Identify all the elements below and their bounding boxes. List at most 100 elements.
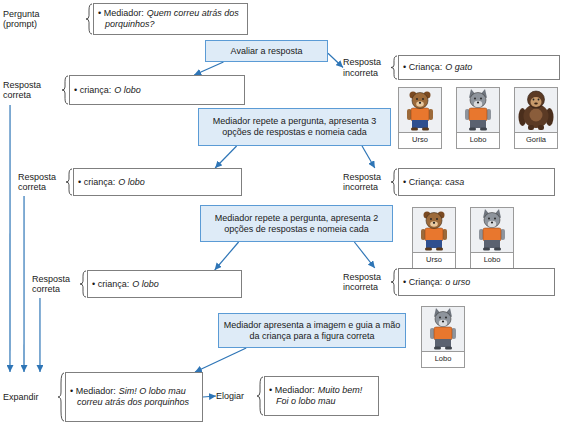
picture-card: Urso xyxy=(412,207,456,269)
picture-card: Lobo xyxy=(456,87,500,149)
card-caption: Lobo xyxy=(422,351,464,367)
utterance-text: O lobo xyxy=(118,177,145,187)
card-caption: Gorila xyxy=(515,132,557,148)
stage-label-holder: Resposta incorreta xyxy=(343,268,393,296)
flow-arrow xyxy=(215,146,236,168)
utterance-text: O lobo xyxy=(132,279,159,289)
gorilla-picture xyxy=(514,88,558,132)
flow-arrow xyxy=(9,105,10,372)
process-box: Avaliar a resposta xyxy=(205,40,328,62)
speaker-label: • Criança: xyxy=(403,62,442,72)
utterance-box: Pergunta (prompt) • Mediador:Quem correu … xyxy=(3,3,248,35)
wolf-picture xyxy=(470,208,514,252)
utterance-box: Resposta incorreta • Criança:casa xyxy=(343,168,555,196)
wolf-picture xyxy=(456,88,500,132)
utterance-box: Expandir • Mediador:Sim! O lobo mau corre… xyxy=(3,372,203,422)
picture-illustrations xyxy=(398,88,558,351)
flow-arrow xyxy=(23,196,24,372)
utterance-frame: • Criança:o urso xyxy=(398,268,555,296)
curly-brace xyxy=(66,169,72,195)
curly-brace xyxy=(48,372,65,422)
curly-brace xyxy=(79,270,87,298)
box-text: Mediador repete a pergunta, apresenta 2 … xyxy=(205,213,388,235)
curly-brace xyxy=(86,4,92,34)
speaker-label: • Criança: xyxy=(403,277,442,287)
utterance-text: o urso xyxy=(445,277,470,287)
utterance-line: • Mediador:Muito bem! Foi o lobo mau xyxy=(269,385,374,407)
stage-label: Elogiar xyxy=(216,391,244,402)
process-box: Mediador repete a pergunta, apresenta 2 … xyxy=(200,205,393,242)
utterance-text: casa xyxy=(445,177,464,187)
bear-picture xyxy=(412,208,456,252)
utterance-line: • Criança:casa xyxy=(403,177,466,188)
utterance-line: • criança:O lobo xyxy=(92,279,159,290)
utterance-frame: • criança:O lobo xyxy=(69,75,245,105)
utterance-box: Resposta incorreta• Criança:O gato xyxy=(343,55,560,80)
stage-label-holder: Resposta correta xyxy=(32,270,79,298)
speaker-label: • Mediador: xyxy=(269,385,315,395)
stage-label-holder: Pergunta (prompt) xyxy=(3,3,48,35)
utterance-frame: • criança:O lobo xyxy=(73,168,242,196)
utterance-box: Resposta incorreta • Criança:o urso xyxy=(343,268,555,296)
stage-label-holder: Resposta correta xyxy=(18,168,65,196)
utterance-text: O lobo xyxy=(114,85,141,95)
box-text: Mediador apresenta a imagem e guia a mão… xyxy=(223,320,401,342)
utterance-frame: • Mediador:Sim! O lobo mau correu atrás … xyxy=(65,372,203,422)
stage-label: Pergunta (prompt) xyxy=(3,9,48,30)
speaker-label: • Mediador: xyxy=(98,8,144,18)
card-caption: Urso xyxy=(399,132,441,148)
curly-brace xyxy=(257,377,263,415)
flow-arrow xyxy=(362,146,375,168)
box-text: Mediador repete a pergunta, apresenta 3 … xyxy=(203,116,386,138)
utterance-box: Elogiar • Mediador:Muito bem! Foi o lobo … xyxy=(216,376,379,416)
picture-card: Gorila xyxy=(514,87,558,149)
curly-brace xyxy=(391,169,397,195)
stage-label-holder: Resposta incorreta xyxy=(343,168,393,196)
stage-label: Expandir xyxy=(3,392,39,403)
process-box: Mediador apresenta a imagem e guia a mão… xyxy=(218,313,406,348)
utterance-box: Resposta correta • criança:O lobo xyxy=(18,168,242,196)
utterance-line: • Criança:o urso xyxy=(403,277,470,288)
utterance-text: O gato xyxy=(445,62,472,72)
flow-arrow xyxy=(203,396,216,397)
card-caption: Lobo xyxy=(471,252,513,268)
card-caption: Urso xyxy=(413,252,455,268)
speaker-label: • criança: xyxy=(74,85,111,95)
stage-label-holder: Resposta correta xyxy=(3,75,48,105)
utterance-box: Resposta correta • criança:O lobo xyxy=(3,75,245,105)
curly-brace xyxy=(391,269,397,295)
flow-arrow xyxy=(39,298,40,372)
stage-label: Resposta correta xyxy=(32,274,79,295)
speaker-label: • Criança: xyxy=(403,177,442,187)
utterance-box: Resposta correta • criança:O lobo xyxy=(32,270,242,298)
flow-arrow xyxy=(195,348,246,372)
speaker-label: • criança: xyxy=(92,279,129,289)
utterance-frame: • Mediador:Muito bem! Foi o lobo mau xyxy=(264,376,379,416)
stage-label: Resposta incorreta xyxy=(343,172,393,193)
card-caption: Lobo xyxy=(457,132,499,148)
utterance-frame: • criança:O lobo xyxy=(87,270,242,298)
picture-card: Urso xyxy=(398,87,442,149)
flow-arrow xyxy=(194,62,223,75)
curly-brace xyxy=(48,3,93,35)
utterance-frame: • Criança:O gato xyxy=(398,55,560,80)
box-text: Avaliar a resposta xyxy=(231,46,303,57)
stage-label-holder: Resposta incorreta xyxy=(343,55,393,80)
wolf-picture xyxy=(421,307,465,351)
utterance-frame: • Mediador:Quem correu atrás dos porquin… xyxy=(93,3,248,35)
curly-brace xyxy=(80,271,86,297)
flow-arrow xyxy=(328,53,343,67)
stage-label-holder: Expandir xyxy=(3,372,48,422)
curly-brace xyxy=(391,56,397,79)
curly-brace xyxy=(58,373,64,421)
speaker-label: • Mediador: xyxy=(70,386,116,396)
picture-card: Lobo xyxy=(421,306,465,368)
flow-arrow xyxy=(354,242,374,268)
stage-label: Resposta incorreta xyxy=(343,272,393,293)
process-box: Mediador repete a pergunta, apresenta 3 … xyxy=(198,108,391,146)
stage-label: Resposta correta xyxy=(18,172,65,193)
stage-label: Resposta incorreta xyxy=(343,57,393,78)
curly-brace xyxy=(65,168,73,196)
flow-arrow xyxy=(215,242,239,270)
